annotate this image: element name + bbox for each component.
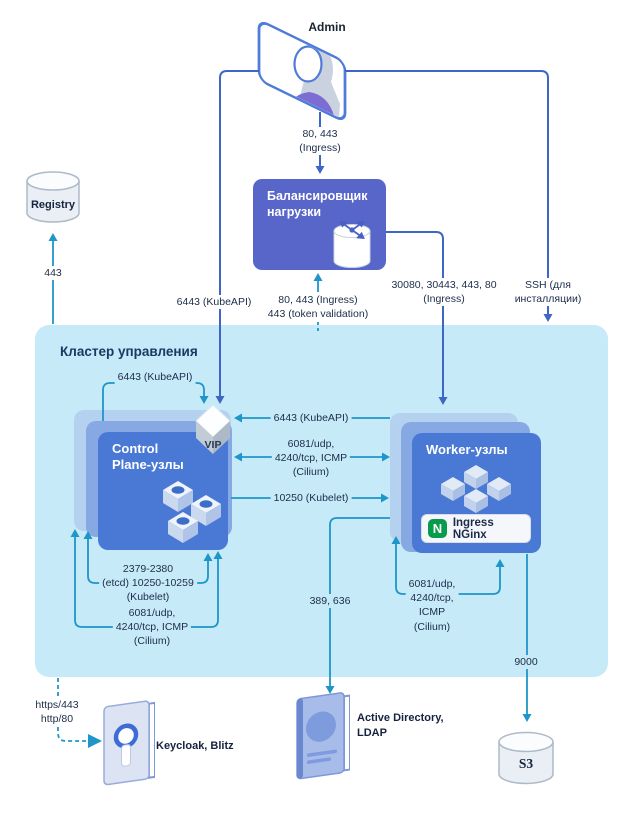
load-balancer-title: Балансировщик нагрузки [267, 189, 368, 220]
registry-label: Registry [30, 199, 76, 211]
management-cluster-title: Кластер управления [60, 344, 198, 359]
edge-label-cluster-lb: 80, 443 (Ingress) 443 (token validation) [264, 293, 372, 322]
edge-label-ssh: SSH (для инсталляции) [511, 278, 585, 307]
s3-label: S3 [518, 756, 534, 771]
edge-label-lb-workers: 30080, 30443, 443, 80 (Ingress) [388, 278, 500, 307]
edge-label-cilium-mid: 6081/udp, 4240/tcp, ICMP (Cilium) [271, 437, 351, 480]
edge-label-cp-etcd: 2379-2380 (etcd) 10250-10259 (Kubelet) [99, 562, 197, 605]
keycloak-icon [103, 700, 155, 786]
nginx-logo-icon: N [428, 519, 447, 538]
active-directory-label: Active Directory, LDAP [357, 712, 444, 739]
registry-icon [26, 171, 80, 223]
edge-label-kubelet: 10250 (Kubelet) [270, 491, 352, 506]
admin-icon [257, 21, 347, 120]
control-plane-title: Control Plane-узлы [112, 441, 184, 473]
edge-label-s3-port: 9000 [511, 655, 541, 670]
keycloak-label: Keycloak, Blitz [156, 740, 234, 752]
ingress-nginx-label: Ingress NGinx [452, 516, 494, 541]
edge-label-admin-kubeapi: 6443 (KubeAPI) [173, 295, 255, 310]
edge-label-ldap-ports: 389, 636 [306, 594, 354, 609]
edge-label-admin-lb: 80, 443 (Ingress) [296, 127, 344, 156]
admin-label: Admin [308, 20, 346, 34]
edge-label-registry-443: 443 [41, 266, 65, 281]
ingress-nginx-badge: N Ingress NGinx [421, 514, 531, 543]
workers-title: Worker-узлы [426, 442, 508, 457]
edge-label-cp-cilium: 6081/udp, 4240/tcp, ICMP (Cilium) [112, 606, 192, 649]
edge-label-workers-cilium: 6081/udp, 4240/tcp, ICMP (Cilium) [405, 577, 459, 634]
active-directory-icon [296, 692, 350, 780]
vip-label: VIP [204, 439, 222, 451]
edge-label-cp-vip-kubeapi: 6443 (KubeAPI) [114, 370, 196, 385]
edge-label-keycloak-ports: https/443 http/80 [32, 698, 82, 727]
edge-label-workers-vip-kubeapi: 6443 (KubeAPI) [270, 411, 352, 426]
